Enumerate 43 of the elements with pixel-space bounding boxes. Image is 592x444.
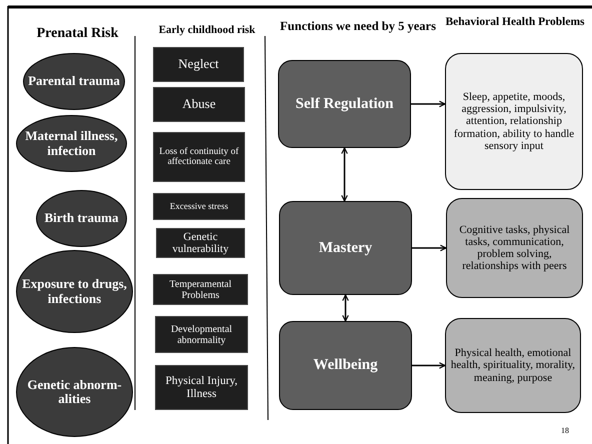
risk-box	[156, 228, 245, 258]
column-heading: Functions we need by 5 years	[279, 20, 437, 34]
box-label: Genetic vulnerability	[171, 230, 230, 256]
outcome-text: Sleep, appetite, moods, aggression, impulsivity, attention, relationship formation, ability to handle sensory input	[452, 91, 576, 152]
outcome-box	[446, 198, 583, 298]
oval-label: Genetic abnorm- alities	[26, 378, 123, 406]
risk-box	[153, 87, 245, 122]
function-box	[279, 201, 412, 295]
box-label: Abuse	[182, 97, 216, 112]
outcome-box	[445, 318, 581, 413]
oval-label: Birth trauma	[44, 211, 119, 226]
outcome-text: Cognitive tasks, physical tasks, communication, problem solving, relationships with peers	[458, 224, 571, 272]
outcome-box	[445, 53, 583, 190]
oval-label: Exposure to drugs, infections	[21, 277, 128, 306]
oval-label: Parental trauma	[28, 74, 120, 89]
column-heading: Early childhood risk	[158, 24, 256, 36]
risk-box	[153, 47, 244, 82]
column-heading: Prenatal Risk	[36, 26, 120, 42]
arrow	[342, 294, 349, 322]
risk-box	[155, 316, 248, 353]
page-number: 18	[560, 427, 570, 436]
arrow	[412, 362, 446, 369]
box-label: Developmental abnormality	[170, 324, 234, 346]
box-label: Temperamental Problems	[168, 278, 233, 300]
function-box	[278, 60, 411, 148]
column-heading: Behavioral Health Problems	[445, 16, 585, 29]
risk-box	[153, 132, 245, 182]
arrow	[341, 147, 348, 202]
function-label: Wellbeing	[313, 357, 378, 374]
box-label: Neglect	[178, 57, 219, 72]
box-label: Excessive stress	[170, 202, 228, 212]
box-label: Loss of continuity of affectionate care	[158, 146, 240, 168]
risk-box	[153, 193, 245, 220]
function-label: Mastery	[318, 240, 372, 256]
risk-box	[153, 274, 248, 305]
function-box	[279, 321, 412, 410]
function-label: Self Regulation	[296, 96, 394, 112]
oval-label: Maternal illness, infection	[24, 129, 119, 158]
arrow	[412, 244, 447, 252]
box-label: Physical Injury, Illness	[164, 374, 239, 400]
arrow	[411, 100, 446, 108]
outcome-text: Physical health, emotional health, spirituality, morality, meaning, purpose	[450, 347, 576, 384]
risk-box	[155, 365, 248, 410]
